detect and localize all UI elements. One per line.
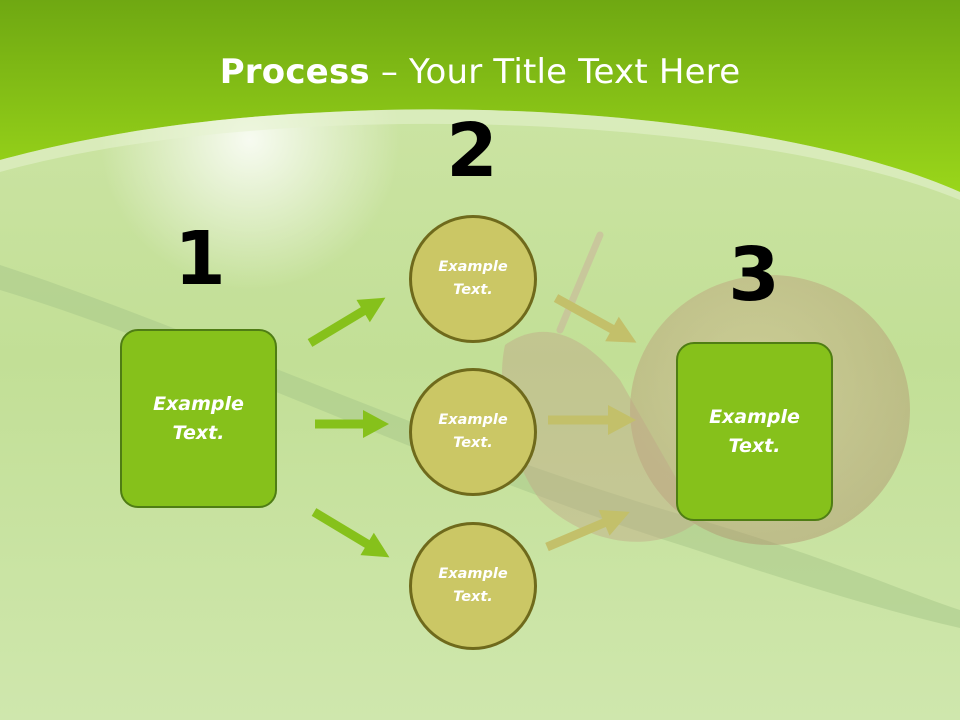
circle-middle-text: Example Text. [438, 411, 508, 451]
step-number-1: 1 [174, 216, 226, 302]
circle-bottom-text: Example Text. [438, 565, 508, 605]
header-swoosh [0, 109, 960, 200]
left-box: Example Text. [120, 329, 277, 508]
circle-bottom: Example Text. [409, 522, 537, 650]
title-bold: Process [219, 52, 370, 92]
circle-top-text: Example Text. [438, 258, 508, 298]
right-box: Example Text. [676, 342, 833, 521]
right-box-text: Example Text. [709, 406, 800, 457]
title-rest: – Your Title Text Here [369, 52, 741, 92]
left-box-text: Example Text. [153, 393, 244, 444]
circle-middle: Example Text. [409, 368, 537, 496]
step-number-2: 2 [446, 108, 498, 194]
step-number-3: 3 [728, 232, 780, 318]
snail-body [501, 331, 700, 542]
slide-title: Process – Your Title Text Here [0, 52, 960, 92]
circle-top: Example Text. [409, 215, 537, 343]
header-band [0, 0, 960, 192]
